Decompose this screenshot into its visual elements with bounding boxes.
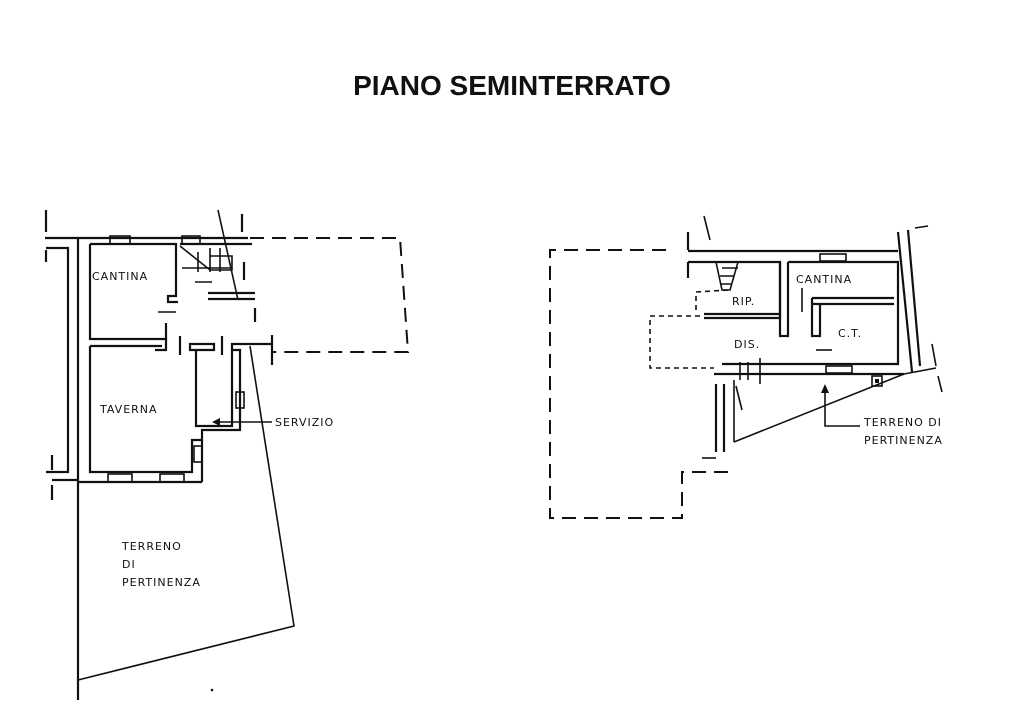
window	[235, 391, 245, 409]
wall	[714, 384, 726, 452]
terreno-label-line3: PERTINENZA	[122, 576, 201, 589]
room-label-dis: DIS.	[734, 338, 760, 351]
dashed-outline	[649, 315, 714, 369]
wall	[188, 342, 216, 352]
right-floor-plan: RIP. CANTINA DIS. C.T. TERRENO DI PERTIN…	[549, 215, 943, 519]
window	[825, 365, 853, 374]
stairs	[179, 245, 233, 271]
window	[109, 235, 131, 245]
arrow-icon	[212, 418, 220, 426]
dimension-tick	[937, 375, 943, 393]
wall	[778, 262, 790, 338]
terreno-boundary	[77, 345, 295, 681]
dashed-outline	[695, 289, 729, 314]
room-label-taverna: TAVERNA	[99, 403, 158, 416]
wall	[208, 291, 255, 301]
dimension-tick	[703, 215, 711, 241]
wall	[90, 242, 178, 304]
chimney-flue	[875, 379, 879, 383]
callout-servizio: SERVIZIO	[275, 416, 334, 429]
wall	[722, 260, 900, 366]
wall	[906, 229, 922, 367]
wall	[810, 296, 894, 338]
dot	[210, 688, 214, 692]
wall	[896, 231, 914, 373]
dimension-tick	[914, 225, 929, 229]
stairs	[715, 261, 739, 291]
terreno-label-line2: PERTINENZA	[864, 434, 943, 447]
property-line	[217, 209, 239, 301]
chimney	[871, 375, 883, 387]
room-label-rip: RIP.	[732, 295, 755, 308]
wall	[686, 260, 782, 318]
terreno-label-line1: TERRENO DI	[863, 416, 942, 429]
window	[181, 235, 201, 245]
dashed-outline	[549, 249, 730, 519]
page-title: PIANO SEMINTERRATO	[353, 70, 671, 101]
wall	[46, 246, 70, 474]
room-label-ct: C.T.	[838, 327, 862, 340]
wall	[90, 337, 168, 352]
window	[193, 445, 203, 463]
terreno-label-line1: TERRENO	[121, 540, 182, 553]
room-label-cantina: CANTINA	[796, 273, 852, 286]
dashed-outline	[250, 237, 410, 353]
dimension-tick	[735, 385, 743, 411]
window	[159, 473, 185, 483]
dimension-tick	[931, 343, 937, 367]
arrow-icon	[821, 384, 829, 393]
wall	[194, 350, 234, 428]
leader-line	[824, 392, 860, 427]
terreno-boundary	[733, 367, 937, 443]
terreno-label-line2: DI	[122, 558, 136, 571]
room-label-cantina: CANTINA	[92, 270, 148, 283]
left-floor-plan: CANTINA TAVERNA SERVIZIO TERRENO DI PERT…	[44, 209, 410, 700]
window	[107, 473, 133, 483]
window	[819, 253, 847, 262]
wall	[88, 342, 272, 474]
